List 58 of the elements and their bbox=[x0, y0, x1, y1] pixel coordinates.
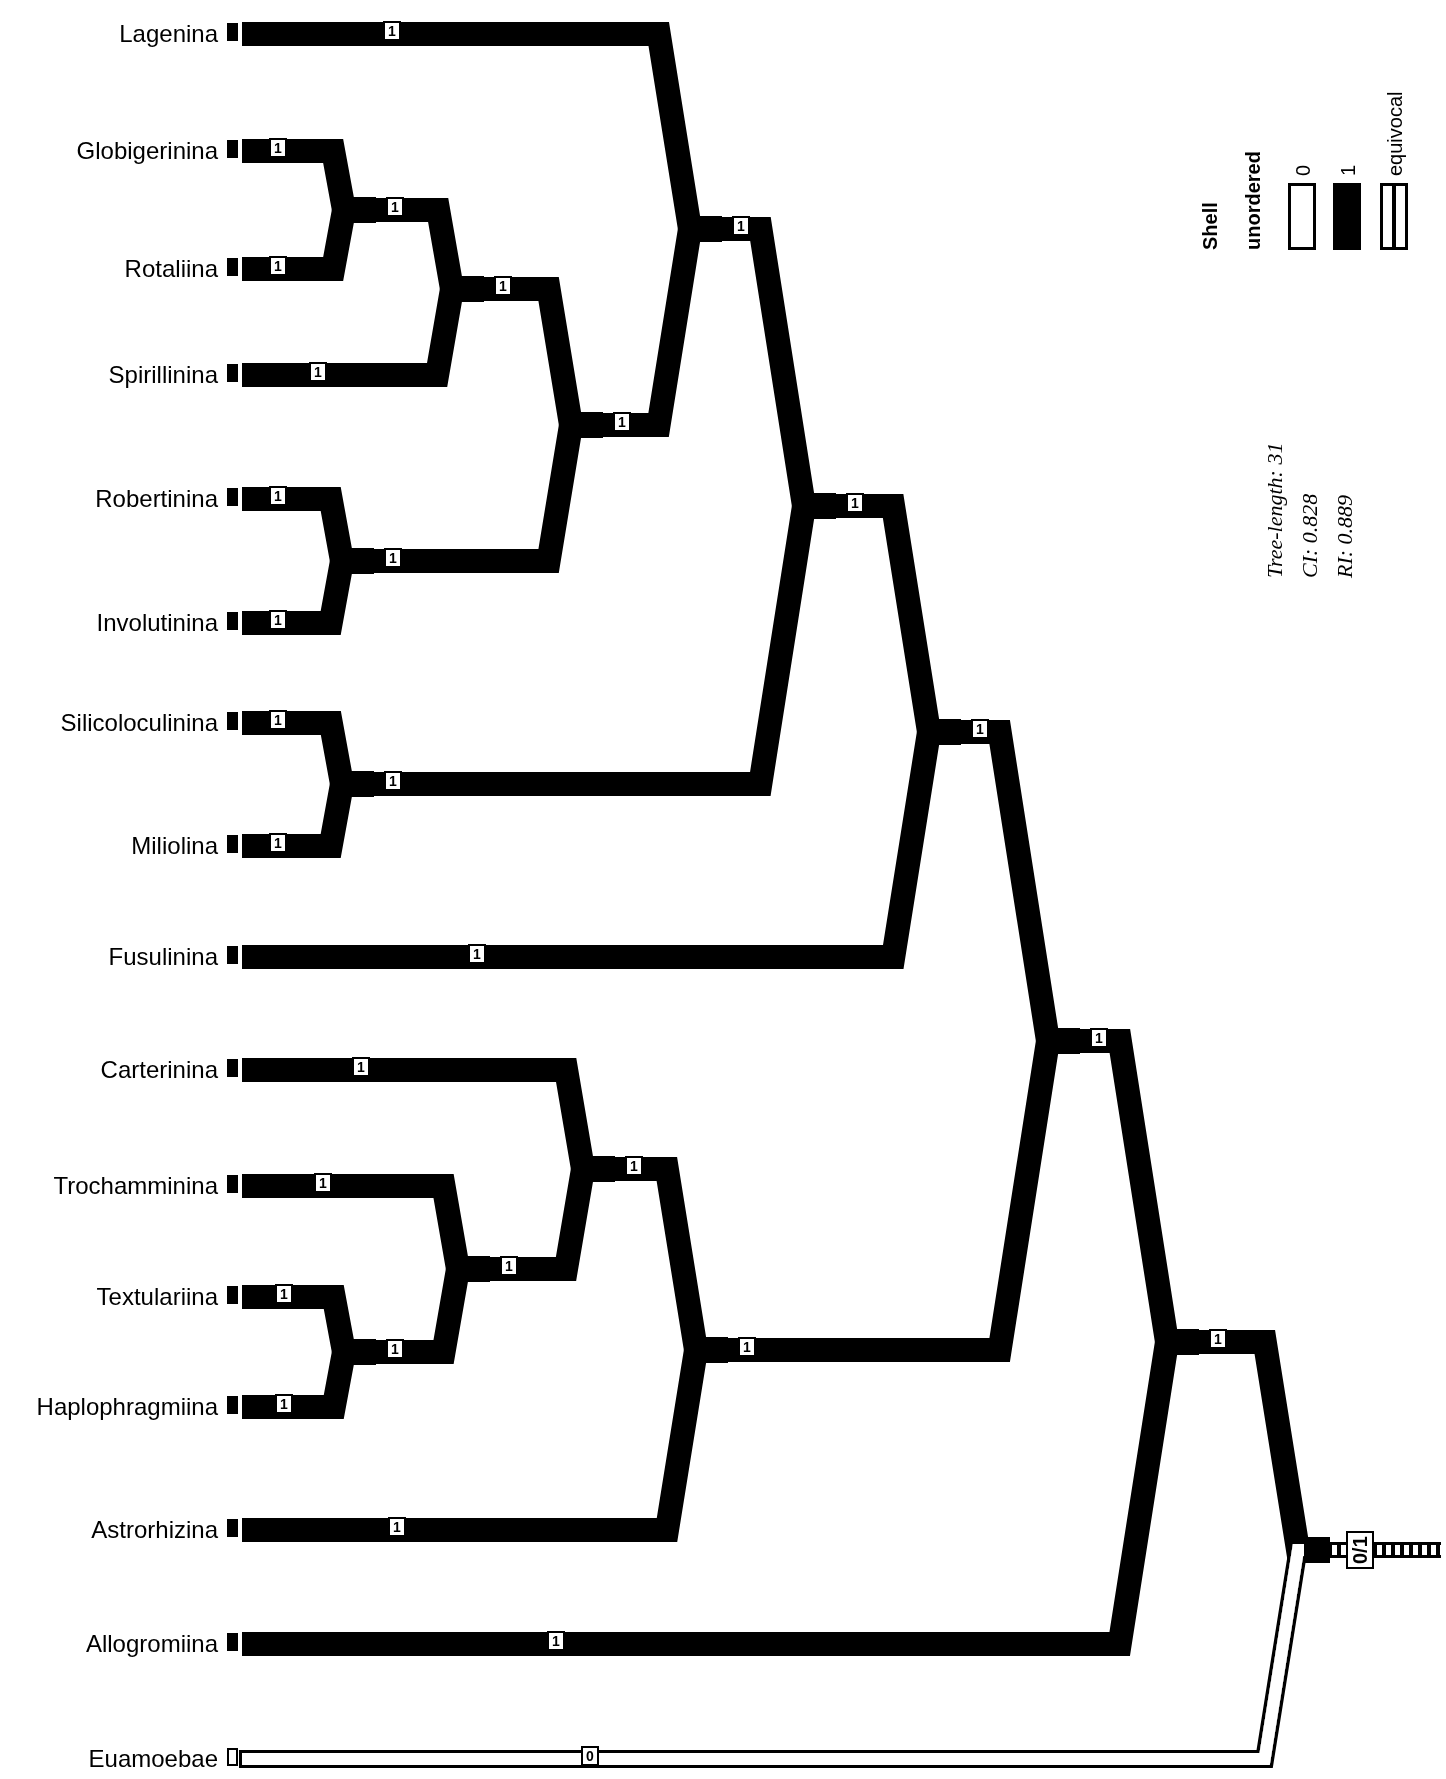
taxon-label: Haplophragmiina bbox=[36, 1392, 218, 1422]
tree-statistic: RI: 0.889 bbox=[1332, 494, 1358, 578]
character-state-label: 1 bbox=[1209, 1329, 1227, 1349]
tree-statistic: CI: 0.828 bbox=[1297, 493, 1323, 578]
tree-branch bbox=[1199, 1330, 1310, 1562]
character-state-label: 1 bbox=[269, 610, 287, 630]
character-state-label: 1 bbox=[384, 548, 402, 568]
legend-label: 0 bbox=[1291, 164, 1315, 176]
taxon-label: Rotaliina bbox=[124, 254, 218, 284]
character-state-label: 1 bbox=[494, 276, 512, 296]
character-state-label: 1 bbox=[738, 1337, 756, 1357]
character-state-label: 1 bbox=[468, 944, 486, 964]
character-state-label: 1 bbox=[500, 1256, 518, 1276]
character-state-label: 1 bbox=[269, 138, 287, 158]
character-state-label: 1 bbox=[384, 771, 402, 791]
character-state-label: 1 bbox=[352, 1057, 370, 1077]
legend-subtitle: unordered bbox=[1241, 151, 1265, 250]
character-state-label: 1 bbox=[269, 486, 287, 506]
legend-label: 1 bbox=[1336, 164, 1360, 176]
character-state-label: 1 bbox=[275, 1394, 293, 1414]
branch-junction bbox=[1304, 1537, 1330, 1563]
character-state-label: 1 bbox=[269, 710, 287, 730]
legend-title: Shell bbox=[1198, 202, 1222, 250]
character-state-label: 1 bbox=[275, 1284, 293, 1304]
taxon-label: Lagenina bbox=[119, 19, 218, 49]
character-state-label: 1 bbox=[314, 1173, 332, 1193]
taxon-label: Silicoloculinina bbox=[60, 708, 218, 738]
character-state-label: 1 bbox=[732, 216, 750, 236]
taxon-label: Fusulinina bbox=[108, 942, 218, 972]
character-state-label: 1 bbox=[309, 362, 327, 382]
taxon-label: Textulariina bbox=[96, 1282, 218, 1312]
character-state-label: 1 bbox=[613, 412, 631, 432]
character-state-label: 1 bbox=[1090, 1028, 1108, 1048]
taxon-label: Allogromiina bbox=[85, 1629, 218, 1659]
character-state-label: 1 bbox=[547, 1631, 565, 1651]
character-state-label: 0 bbox=[581, 1746, 599, 1766]
character-state-label: 1 bbox=[269, 256, 287, 276]
character-state-label: 1 bbox=[383, 21, 401, 41]
character-state-label: 1 bbox=[388, 1517, 406, 1537]
character-state-label: 0/1 bbox=[1346, 1531, 1374, 1569]
taxon-label: Robertinina bbox=[95, 484, 218, 514]
taxon-label: Involutinina bbox=[96, 608, 218, 638]
tree-statistic: Tree-length: 31 bbox=[1262, 442, 1288, 578]
taxon-label: Spirillinina bbox=[108, 360, 218, 390]
character-state-label: 1 bbox=[386, 197, 404, 217]
legend-label: equivocal bbox=[1383, 91, 1407, 176]
taxon-label: Globigerinina bbox=[76, 136, 218, 166]
character-state-label: 1 bbox=[846, 493, 864, 513]
taxon-label: Euamoebae bbox=[88, 1744, 218, 1774]
character-state-label: 1 bbox=[386, 1339, 404, 1359]
taxon-label: Astrorhizina bbox=[91, 1515, 218, 1545]
taxon-label: Trochamminina bbox=[53, 1171, 218, 1201]
character-state-label: 1 bbox=[625, 1156, 643, 1176]
character-state-label: 1 bbox=[269, 833, 287, 853]
character-state-label: 1 bbox=[971, 719, 989, 739]
taxon-label: Carterinina bbox=[100, 1055, 218, 1085]
equivocal-branch bbox=[1330, 1542, 1441, 1558]
taxon-label: Miliolina bbox=[131, 831, 218, 861]
